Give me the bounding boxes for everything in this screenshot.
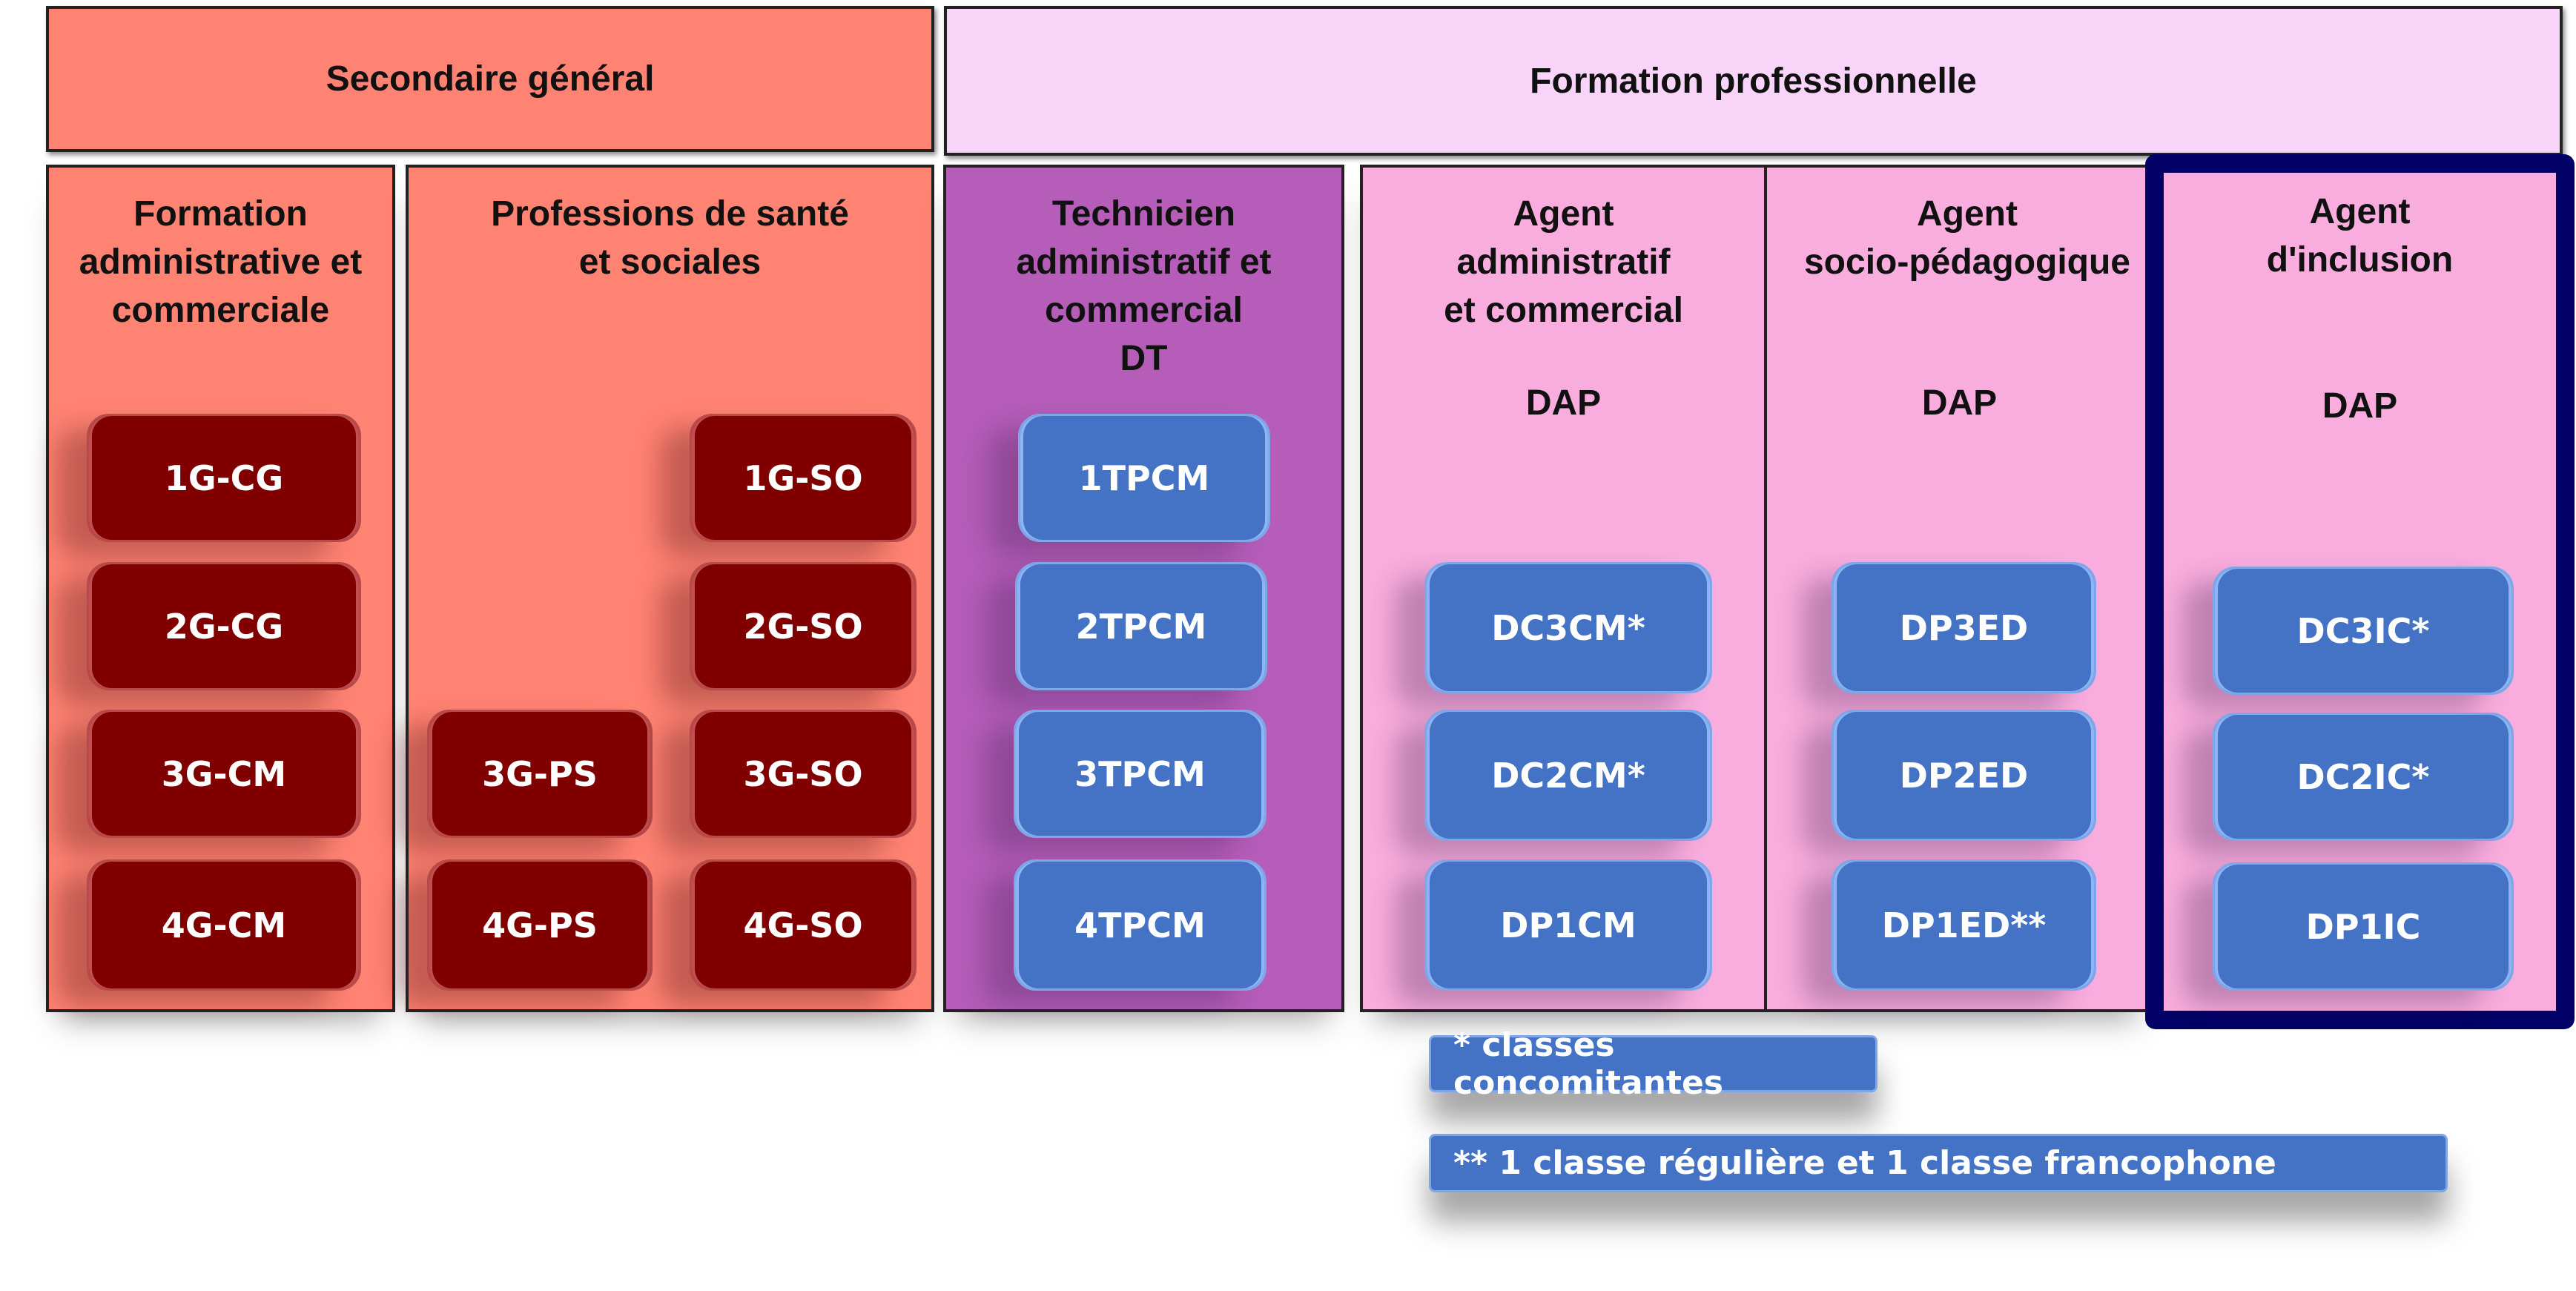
column-divider	[1764, 168, 1767, 1009]
class-button-dp1ic[interactable]: DP1IC	[2213, 862, 2514, 991]
column-title-agent-administratif: Agent administratif et commercial	[1444, 194, 1683, 330]
diploma-label-dap: DAP	[1921, 383, 1998, 423]
class-button-dp1ed[interactable]: DP1ED**	[1832, 859, 2096, 991]
class-button-4tpcm[interactable]: 4TPCM	[1014, 859, 1266, 991]
class-button-dp1cm[interactable]: DP1CM	[1424, 859, 1712, 991]
class-button-dc3cm[interactable]: DC3CM*	[1424, 562, 1712, 693]
class-button-dp3ed[interactable]: DP3ED	[1832, 562, 2096, 693]
footnote-concomitantes: * classes concomitantes	[1429, 1026, 1877, 1102]
class-button-4g-ps[interactable]: 4G-PS	[427, 859, 653, 991]
header-formation-professionnelle: Formation professionnelle	[944, 6, 2563, 156]
class-button-3g-so[interactable]: 3G-SO	[690, 710, 917, 838]
class-button-3tpcm[interactable]: 3TPCM	[1014, 710, 1266, 838]
class-button-2tpcm[interactable]: 2TPCM	[1015, 562, 1267, 690]
column-title: Technicien administratif et commercial D…	[1016, 194, 1272, 378]
column-title-agent-socio-pedagogique: Agent socio-pédagogique	[1803, 194, 2130, 282]
class-button-4g-so[interactable]: 4G-SO	[690, 859, 917, 991]
class-button-1g-so[interactable]: 1G-SO	[690, 414, 917, 542]
column-title: Formation administrative et commerciale	[79, 194, 363, 330]
class-button-1g-cg[interactable]: 1G-CG	[87, 414, 361, 542]
class-button-dp2ed[interactable]: DP2ED	[1832, 710, 2096, 841]
header-professionnelle-label: Formation professionnelle	[1530, 61, 1977, 101]
class-button-2g-so[interactable]: 2G-SO	[690, 562, 917, 690]
column-title: Professions de santé et sociales	[491, 194, 849, 282]
class-button-3g-cm[interactable]: 3G-CM	[87, 710, 361, 838]
footnote-reguliere-francophone: ** 1 classe régulière et 1 classe franco…	[1429, 1134, 2448, 1192]
header-secondaire-label: Secondaire général	[326, 59, 655, 99]
class-button-dc3ic[interactable]: DC3IC*	[2213, 567, 2514, 695]
class-button-2g-cg[interactable]: 2G-CG	[87, 562, 361, 690]
header-secondaire-general: Secondaire général	[46, 6, 934, 152]
class-button-dc2ic[interactable]: DC2IC*	[2213, 713, 2514, 841]
diploma-label-dap: DAP	[2322, 386, 2398, 426]
class-button-4g-cm[interactable]: 4G-CM	[87, 859, 361, 991]
class-button-dc2cm[interactable]: DC2CM*	[1424, 710, 1712, 841]
class-button-3g-ps[interactable]: 3G-PS	[427, 710, 653, 838]
diploma-label-dap: DAP	[1525, 383, 1602, 423]
class-button-1tpcm[interactable]: 1TPCM	[1018, 414, 1270, 542]
column-title: Agent d'inclusion	[2266, 192, 2454, 280]
